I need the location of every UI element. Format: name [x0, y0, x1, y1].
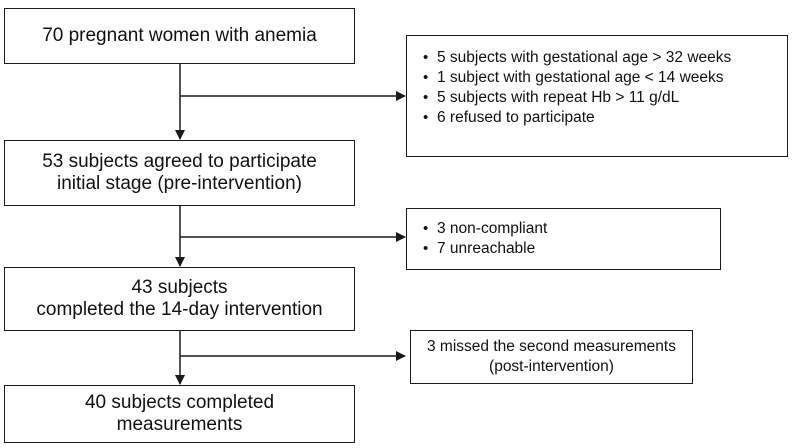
- completed-line-1: 40 subjects completed: [84, 392, 275, 413]
- completed-box: 40 subjects completed measurements: [4, 385, 355, 443]
- enrollment-box: 70 pregnant women with anemia: [4, 8, 355, 64]
- exclusion-item: 5 subjects with gestational age > 32 wee…: [423, 48, 787, 68]
- missed-line-2: (post-intervention): [489, 358, 614, 375]
- initial-stage-box: 53 subjects agreed to participate initia…: [4, 140, 355, 206]
- initial-stage-line-1: 53 subjects agreed to participate: [42, 151, 317, 172]
- intervention-line-1: 43 subjects: [131, 277, 228, 298]
- intervention-line-2: completed the 14-day intervention: [36, 299, 323, 320]
- missed-line-1: 3 missed the second measurements: [427, 338, 676, 355]
- exclusion-box-1: 5 subjects with gestational age > 32 wee…: [406, 35, 788, 157]
- exclusion-item: 7 unreachable: [423, 239, 720, 259]
- exclusion-box-2: 3 non-compliant 7 unreachable: [406, 208, 721, 270]
- intervention-box: 43 subjects completed the 14-day interve…: [4, 267, 355, 331]
- exclusion-item: 1 subject with gestational age < 14 week…: [423, 68, 787, 88]
- exclusion-item: 3 non-compliant: [423, 219, 720, 239]
- exclusion-list-1: 5 subjects with gestational age > 32 wee…: [423, 48, 787, 128]
- exclusion-list-2: 3 non-compliant 7 unreachable: [423, 219, 720, 259]
- exclusion-item: 5 subjects with repeat Hb > 11 g/dL: [423, 88, 787, 108]
- exclusion-box-3: 3 missed the second measurements (post-i…: [410, 330, 693, 384]
- enrollment-text: 70 pregnant women with anemia: [42, 25, 317, 46]
- completed-line-2: measurements: [116, 414, 243, 435]
- initial-stage-line-2: initial stage (pre-intervention): [56, 173, 302, 194]
- exclusion-item: 6 refused to participate: [423, 108, 787, 128]
